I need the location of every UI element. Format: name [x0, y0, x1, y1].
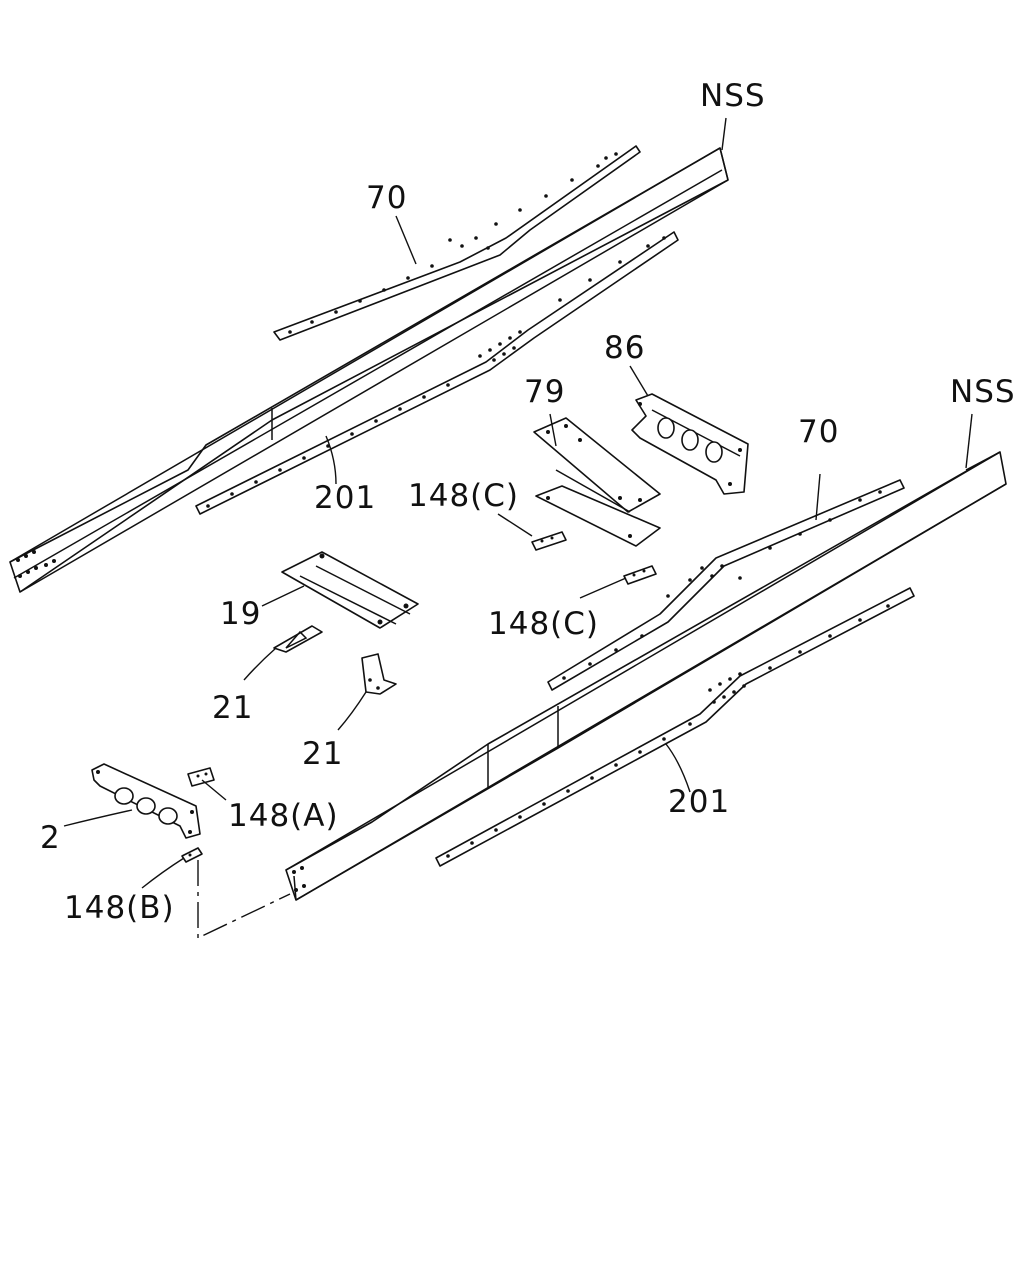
reinforcement-70-lower [547, 479, 905, 691]
callout-70-right: 70 [798, 414, 839, 450]
callout-148c-lower: 148(C) [488, 606, 599, 642]
plate-201-upper [195, 231, 679, 515]
leader-lines [63, 117, 973, 889]
plate-201-lower [435, 587, 915, 867]
frame-rail-lower [285, 451, 1007, 901]
plate-148c-upper [531, 531, 567, 551]
callout-19: 19 [220, 596, 261, 632]
callout-21-lower: 21 [302, 736, 343, 772]
callout-nss-right: NSS [950, 374, 1016, 410]
plate-148a [187, 767, 215, 787]
bracket-79 [533, 417, 661, 547]
callout-nss-top: NSS [700, 78, 766, 114]
reinforcement-70-upper [273, 145, 641, 341]
callout-70-top: 70 [366, 180, 407, 216]
plate-148b [181, 847, 203, 863]
crossmember-86 [631, 393, 749, 495]
alignment-line [197, 860, 291, 940]
callout-201-bottom: 201 [668, 784, 730, 820]
callout-86: 86 [604, 330, 645, 366]
callout-labels: NSS NSS 70 70 201 201 86 79 148(C) 148(C… [40, 78, 1016, 926]
callout-79: 79 [524, 374, 565, 410]
plate-148c-lower [623, 565, 657, 585]
crossmember-2 [91, 763, 201, 839]
frame-rail-upper [9, 147, 729, 593]
crossmember-19 [281, 551, 419, 629]
callout-148a: 148(A) [228, 798, 339, 834]
gusset-21-left [273, 625, 323, 653]
callout-2: 2 [40, 820, 61, 856]
callout-148b: 148(B) [64, 890, 175, 926]
callout-148c-upper: 148(C) [408, 478, 519, 514]
callout-201-top: 201 [314, 480, 376, 516]
gusset-21-lower [361, 653, 397, 695]
callout-21-left: 21 [212, 690, 253, 726]
